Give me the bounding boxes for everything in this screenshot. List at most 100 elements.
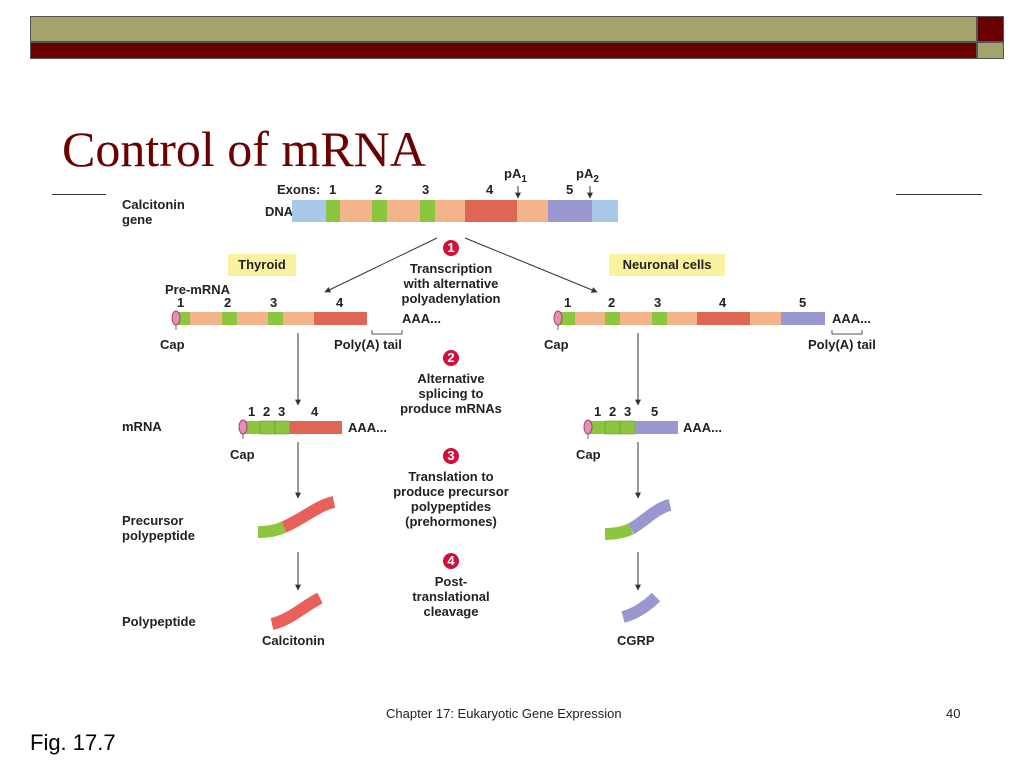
calcitonin-polypeptide xyxy=(270,592,323,630)
pa2-label: pA2 xyxy=(576,166,599,185)
step-number: 2 xyxy=(447,350,454,365)
dna-exon-4 xyxy=(465,200,517,222)
page-number: 40 xyxy=(946,706,961,721)
dna-exon-3 xyxy=(420,200,435,222)
header-band-maroon xyxy=(30,42,977,59)
right-premrna-bar xyxy=(560,312,825,325)
step-badge xyxy=(443,448,459,464)
right-mrna-cap-icon xyxy=(583,419,593,435)
mrna-exon-3 xyxy=(619,420,636,435)
premrna-intron xyxy=(575,312,605,325)
right-mrna-aaa: AAA... xyxy=(683,420,722,435)
cgrp-label: CGRP xyxy=(617,633,655,648)
gene-label-line2: gene xyxy=(122,212,152,227)
premrna-intron xyxy=(667,312,697,325)
left-precursor-polypeptide xyxy=(257,496,336,538)
title-rule-left xyxy=(52,194,106,195)
dna-exon-number-1: 1 xyxy=(329,182,336,197)
premrna-intron xyxy=(750,312,781,325)
right-premrna-number-1: 1 xyxy=(564,295,571,310)
transcription-arrow-left xyxy=(324,237,438,293)
precursor-label-line2: polypeptide xyxy=(122,528,195,543)
dna-exon-1 xyxy=(326,200,340,222)
right-mrna-number-3: 3 xyxy=(624,404,631,419)
neuronal-label-box xyxy=(609,254,725,276)
left-premrna-bar xyxy=(176,312,367,325)
dna-exon-5 xyxy=(548,200,592,222)
figure-label: Fig. 17.7 xyxy=(30,730,116,755)
left-premrna-number-1: 1 xyxy=(177,295,184,310)
step-text-line: with alternative xyxy=(403,276,499,291)
left-mrna-number-2: 2 xyxy=(263,404,270,419)
step-2: 2 Alternative splicing to produce mRNAs xyxy=(400,350,502,416)
right-premrna-aaa: AAA... xyxy=(832,311,871,326)
left-premrna-cap-icon xyxy=(171,310,181,326)
dna-bar xyxy=(292,200,618,222)
transcription-arrow-right xyxy=(464,237,598,293)
polypeptide-label: Polypeptide xyxy=(122,614,196,629)
right-premrna-cap-label: Cap xyxy=(544,337,569,352)
step-text-line: Transcription xyxy=(410,261,492,276)
neuronal-label: Neuronal cells xyxy=(623,257,712,272)
dna-exon-number-3: 3 xyxy=(422,182,429,197)
premrna-exon-3 xyxy=(268,312,283,325)
step-text-line: Translation to xyxy=(408,469,493,484)
header-band-olive xyxy=(30,16,977,42)
step-text-line: Alternative xyxy=(417,371,484,386)
footer-chapter: Chapter 17: Eukaryotic Gene Expression xyxy=(386,706,622,721)
right-premrna-number-5: 5 xyxy=(799,295,806,310)
mrna-exon-4 xyxy=(290,421,342,434)
left-premrna-number-2: 2 xyxy=(224,295,231,310)
left-mrna-cap-icon xyxy=(238,419,248,435)
left-mrna-bar xyxy=(245,420,342,435)
left-polya-bracket xyxy=(371,330,403,335)
premrna-exon-5 xyxy=(781,312,825,325)
title-rule-right xyxy=(896,194,982,195)
premrna-exon-4 xyxy=(697,312,750,325)
dna-intron xyxy=(435,200,465,222)
mrna-exon-5 xyxy=(635,421,678,434)
left-premrna-number-3: 3 xyxy=(270,295,277,310)
left-premrna-aaa: AAA... xyxy=(402,311,441,326)
step-number: 4 xyxy=(447,553,455,568)
step-text-line: splicing to xyxy=(419,386,484,401)
mrna-exon-1 xyxy=(245,421,260,434)
header-corner-olive xyxy=(977,42,1004,59)
step-badge xyxy=(443,350,459,366)
premrna-intron xyxy=(283,312,314,325)
left-mrna-number-1: 1 xyxy=(248,404,255,419)
mrna-label: mRNA xyxy=(122,419,162,434)
dna-intron xyxy=(517,200,548,222)
step-3: 3 Translation to produce precursor polyp… xyxy=(393,448,509,529)
precursor-green-segment xyxy=(604,523,634,540)
right-premrna-cap-icon xyxy=(553,310,563,326)
step-text-line: Post- xyxy=(435,574,468,589)
pa1-label: pA1 xyxy=(504,166,527,185)
right-premrna-number-4: 4 xyxy=(719,295,727,310)
right-premrna-number-2: 2 xyxy=(608,295,615,310)
step-text-line: translational xyxy=(412,589,489,604)
premrna-exon-2 xyxy=(605,312,620,325)
step-text-line: (prehormones) xyxy=(405,514,497,529)
dna-exon-number-2: 2 xyxy=(375,182,382,197)
step-text-line: polypeptides xyxy=(411,499,491,514)
mrna-exon-1 xyxy=(590,421,605,434)
left-premrna-cap-label: Cap xyxy=(160,337,185,352)
step-badge xyxy=(443,240,459,256)
left-mrna-cap-label: Cap xyxy=(230,447,255,462)
step-badge xyxy=(443,553,459,569)
left-polya-label: Poly(A) tail xyxy=(334,337,402,352)
step-text-line: produce mRNAs xyxy=(400,401,502,416)
step-4: 4 Post- translational cleavage xyxy=(412,553,490,619)
exons-label: Exons: xyxy=(277,182,320,197)
left-mrna-number-3: 3 xyxy=(278,404,285,419)
premrna-exon-3 xyxy=(652,312,667,325)
right-polya-label: Poly(A) tail xyxy=(808,337,876,352)
dna-exon-2 xyxy=(372,200,387,222)
step-text-line: cleavage xyxy=(424,604,479,619)
right-mrna-number-1: 1 xyxy=(594,404,601,419)
precursor-red-segment xyxy=(281,496,336,533)
precursor-label-line1: Precursor xyxy=(122,513,183,528)
step-text-line: produce precursor xyxy=(393,484,509,499)
